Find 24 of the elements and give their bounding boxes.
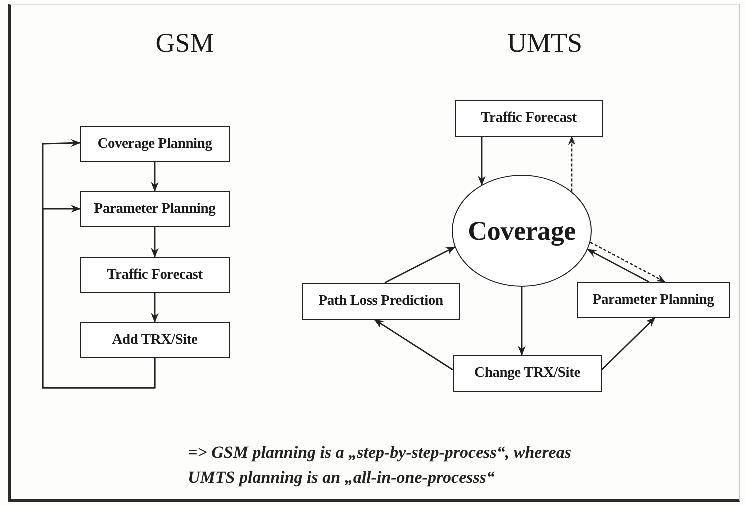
process-ellipse: Coverage: [452, 175, 592, 287]
arrow: [151, 293, 159, 323]
arrow: [151, 162, 159, 192]
arrow: [587, 249, 650, 283]
process-box: Parameter Planning: [577, 282, 730, 318]
dashed-arrow: [568, 136, 576, 192]
process-box: Add TRX/Site: [80, 322, 230, 358]
process-box: Coverage Planning: [80, 126, 230, 162]
arrow: [374, 319, 454, 371]
process-box: Change TRX/Site: [453, 355, 602, 392]
caption: => GSM planning is a „step-by-step-process“, whereas UMTS planning is an „all-in-one-processs“: [188, 442, 572, 489]
process-box: Traffic Forecast: [80, 257, 230, 293]
arrow: [478, 137, 486, 186]
process-box: Traffic Forecast: [455, 100, 603, 137]
process-box: Parameter Planning: [80, 191, 230, 227]
column-heading: UMTS: [508, 28, 582, 59]
arrow: [518, 287, 526, 356]
arrow: [384, 246, 456, 284]
column-heading: GSM: [156, 28, 214, 59]
arrow: [42, 205, 156, 389]
arrow: [151, 227, 159, 258]
arrow: [602, 317, 656, 370]
dashed-arrow: [590, 242, 666, 283]
process-box: Path Loss Prediction: [302, 283, 460, 320]
